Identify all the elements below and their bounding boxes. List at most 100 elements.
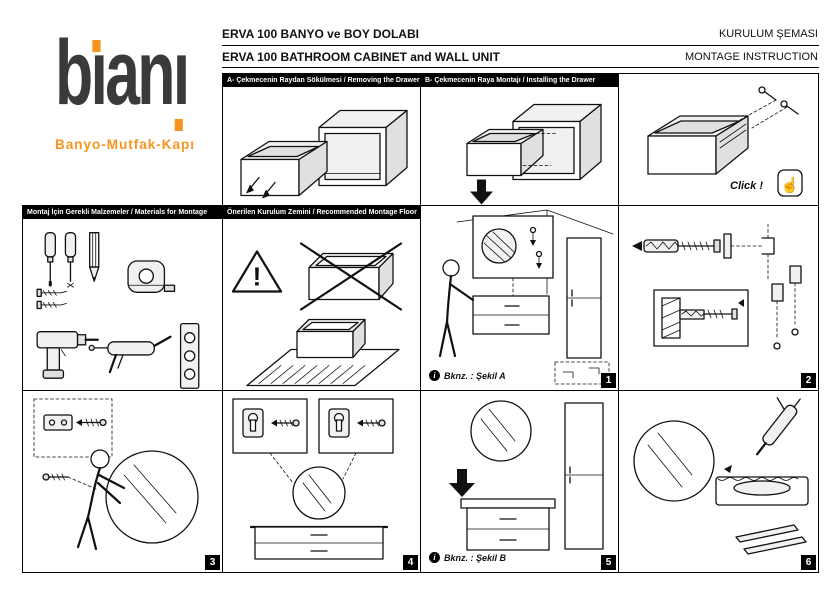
- logo-letters-an: an: [105, 22, 175, 124]
- note-text: Bknz. : Şekil B: [444, 552, 507, 563]
- brand-tagline: Banyo-Mutfak-Kapı: [55, 137, 196, 153]
- screw-with-leader: [42, 473, 97, 490]
- carpet-floor-drawing: [246, 318, 400, 387]
- sheet-title-en: MONTAGE INSTRUCTION: [684, 51, 818, 63]
- illustration-tools: [36, 232, 200, 389]
- panel-b-title-bar: B- Çekmecenin Raya Montajı / Installing …: [421, 74, 618, 87]
- panel-step-3: 3: [22, 390, 223, 573]
- round-mirror-drawing: [292, 466, 346, 520]
- keyhole-bracket-inset-right: [318, 398, 394, 454]
- drill-icon: [36, 331, 99, 379]
- round-mirror-drawing: [633, 420, 715, 502]
- illustration-removing-drawer: [240, 109, 408, 199]
- illustration-step-5: [449, 400, 604, 551]
- panel-step-5: i Bknz. : Şekil B 5: [420, 390, 619, 573]
- wall-cabinet-drawing: [472, 295, 550, 335]
- title-block: ERVA 100 BANYO ve BOY DOLABI ERVA 100 BA…: [222, 27, 500, 64]
- logo-letter-b: b: [55, 22, 93, 124]
- panel-materials: Montaj İçin Gerekli Malzemeler / Materia…: [22, 205, 223, 391]
- panel-b-click-detail: Click ! ☝: [618, 73, 819, 206]
- drawer-drawing: [466, 128, 558, 177]
- wall-plates-drawing: [771, 265, 802, 350]
- panel-step-2: 2: [618, 205, 819, 391]
- brand-wordmark: b ı an ı: [55, 22, 190, 132]
- illustration-step-1: [438, 209, 614, 385]
- hinge-inset-dashed: [33, 398, 113, 458]
- caulk-gun-drawing: [755, 397, 801, 456]
- washbasin-counter-drawing: [715, 476, 809, 506]
- title-divider-1: [222, 45, 819, 46]
- drawer-drawing: [240, 140, 328, 197]
- removal-direction-arrows: [246, 176, 276, 199]
- illustration-drawer-click: Click ! ☝: [647, 86, 803, 197]
- panel-step-1: i Bknz. : Şekil A 1: [420, 205, 619, 391]
- round-mirror-drawing: [470, 400, 532, 462]
- step-3-badge: 3: [205, 555, 220, 570]
- logo-orange-dot-bottom: [174, 119, 183, 132]
- panel-a-removing-drawer: A- Çekmecenin Raydan Sökülmesi / Removin…: [222, 73, 421, 206]
- subtitle-block: KURULUM ŞEMASI MONTAGE INSTRUCTION: [685, 28, 818, 63]
- logo-letter-i2-stem: ı: [172, 22, 190, 124]
- flat-screwdriver-icon: [44, 232, 56, 287]
- illustration-installing-drawer: [466, 103, 602, 205]
- brand-logo: b ı an ı Banyo-Mutfak-Kapı: [55, 22, 250, 153]
- illustration-floor: !: [231, 242, 403, 387]
- logo-letter-i2: ı: [173, 27, 190, 132]
- leader-lines: [269, 452, 357, 484]
- prohibited-floor-drawing: [299, 242, 403, 311]
- panel-step-6: 6: [618, 390, 819, 573]
- screw-icons: [36, 288, 67, 310]
- panel-a-title-bar: A- Çekmecenin Raydan Sökülmesi / Removin…: [223, 74, 420, 87]
- press-finger-icon: ☝: [777, 169, 803, 197]
- click-label: Click !: [730, 180, 763, 192]
- person-carrying-mirror-drawing: [76, 449, 126, 551]
- logo-letter-i1-stem: ı: [90, 22, 107, 124]
- tall-cabinet-drawing: [566, 237, 602, 359]
- step-1-badge: 1: [601, 373, 616, 388]
- illustration-step-2: [632, 223, 802, 350]
- cabinet-drawing: [318, 109, 408, 187]
- round-mirror-drawing: [105, 450, 199, 544]
- panel-recommended-floor: Önerilen Kurulum Zemini / Recommended Mo…: [222, 205, 421, 391]
- tape-measure-icon: [127, 260, 176, 293]
- silicone-strips-drawing: [735, 524, 807, 555]
- tall-cabinet-drawing: [564, 402, 604, 550]
- finger-glyph: ☝: [781, 175, 800, 194]
- spirit-level-icon: [179, 322, 200, 389]
- see-figure-a-note: i Bknz. : Şekil A: [429, 370, 508, 381]
- step-4-badge: 4: [403, 555, 418, 570]
- step-6-badge: 6: [801, 555, 816, 570]
- info-icon: i: [429, 370, 440, 381]
- info-icon: i: [429, 552, 440, 563]
- panel-step-4: 4: [222, 390, 421, 573]
- title-divider-2: [222, 67, 819, 68]
- product-title-tr: ERVA 100 BANYO ve BOY DOLABI: [222, 27, 419, 41]
- illustration-step-4: [232, 398, 394, 560]
- vanity-cabinet-drawing: [249, 525, 389, 560]
- illustration-step-3: [33, 398, 199, 551]
- illustration-step-6: [633, 397, 809, 555]
- vanity-cabinet-drawing: [460, 498, 556, 551]
- sheet-title-tr: KURULUM ŞEMASI: [718, 28, 818, 40]
- keyhole-bracket-inset-left: [232, 398, 308, 454]
- silicone-arrow: [724, 465, 732, 473]
- pencil-icon: [89, 232, 100, 282]
- wall-anchor-inset: [653, 289, 749, 347]
- panel-materials-title-bar: Montaj İçin Gerekli Malzemeler / Materia…: [23, 206, 222, 219]
- panel-b-installing-drawer: B- Çekmecenin Raya Montajı / Installing …: [420, 73, 619, 206]
- caulk-gun-icon: [88, 335, 172, 374]
- logo-orange-dot-top: [92, 40, 101, 52]
- warning-triangle-icon: !: [231, 250, 283, 293]
- anchor-bolt-drawing: [632, 223, 775, 281]
- product-title-en: ERVA 100 BATHROOM CABINET and WALL UNIT: [222, 50, 501, 64]
- step-2-badge: 2: [801, 373, 816, 388]
- phillips-screwdriver-icon: [64, 232, 77, 288]
- rail-screws-drawing: [739, 86, 799, 129]
- insert-down-arrow: [470, 179, 493, 205]
- see-figure-b-note: i Bknz. : Şekil B: [429, 552, 509, 563]
- drawer-drawing: [647, 115, 749, 175]
- warning-exclamation: !: [253, 262, 262, 292]
- logo-letter-i1: ı: [90, 27, 107, 119]
- note-text: Bknz. : Şekil A: [444, 370, 506, 381]
